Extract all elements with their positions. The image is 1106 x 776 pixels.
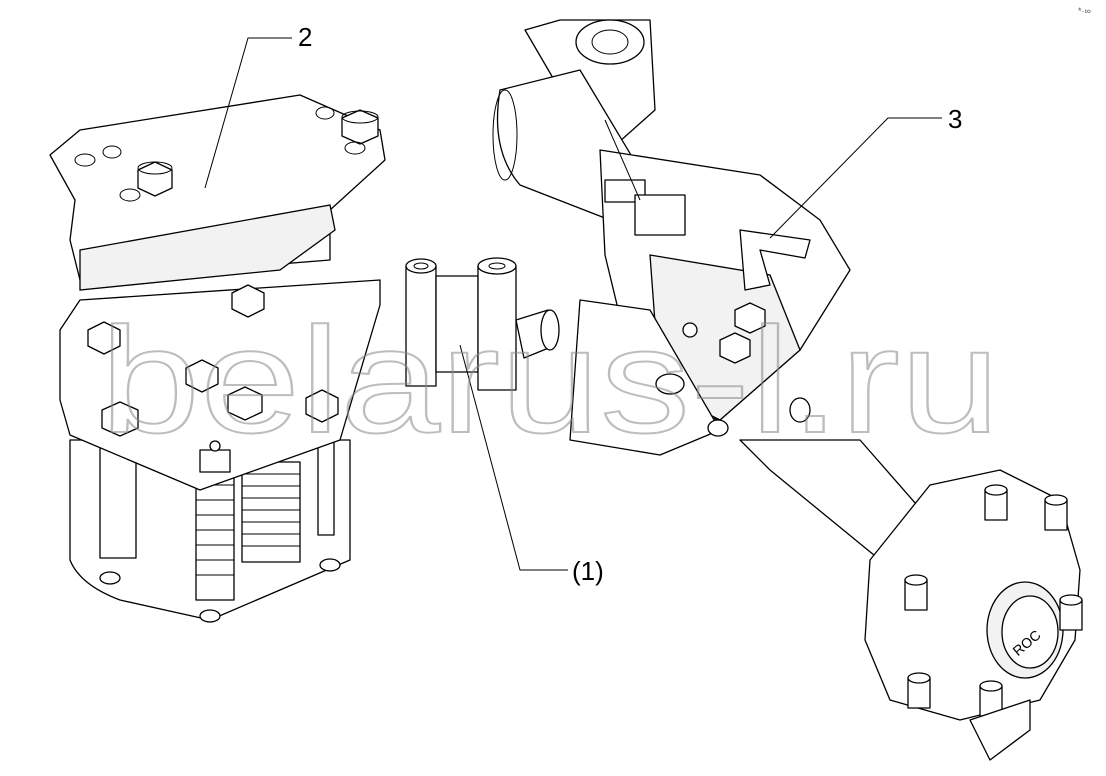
clip-icon [604,119,686,236]
callout-2: 2 [298,22,312,52]
callout-1: (1) [572,556,604,586]
grease-nipple-icon [199,440,231,473]
bolt-icon [231,284,265,318]
bolt-icon [137,161,173,197]
spring-right [241,461,301,563]
bolt-icon [227,386,263,421]
bushing-set [405,257,560,391]
bushing-tube-left [405,258,437,387]
wheel-hub: ROC [864,469,1083,761]
watermark-text: belarus-l.ru [100,296,1000,464]
callout-3: 3 [948,104,962,134]
knuckle-assembly: ROC [492,19,1083,761]
bushing-tube-right [477,257,517,391]
leader-line-1 [459,344,568,571]
left-bracket-assembly [49,94,386,623]
wheel-nut-icon [979,680,1003,717]
bolt-icon [185,359,219,393]
leader-line-2 [204,37,292,189]
leader-line-3 [769,117,942,239]
wheel-nut-icon [1059,594,1083,631]
bolt-icon [101,401,139,437]
bolt-icon [341,109,379,145]
wheel-nut-icon [984,484,1008,521]
wheel-nut-icon [907,672,931,709]
bolt-icon [87,321,121,355]
corner-mark: *·∞ [1078,6,1091,16]
bushing-pin [515,309,560,359]
wheel-nut-icon [1044,494,1068,531]
wheel-nut-icon [904,574,928,611]
bolt-icon [305,389,339,423]
